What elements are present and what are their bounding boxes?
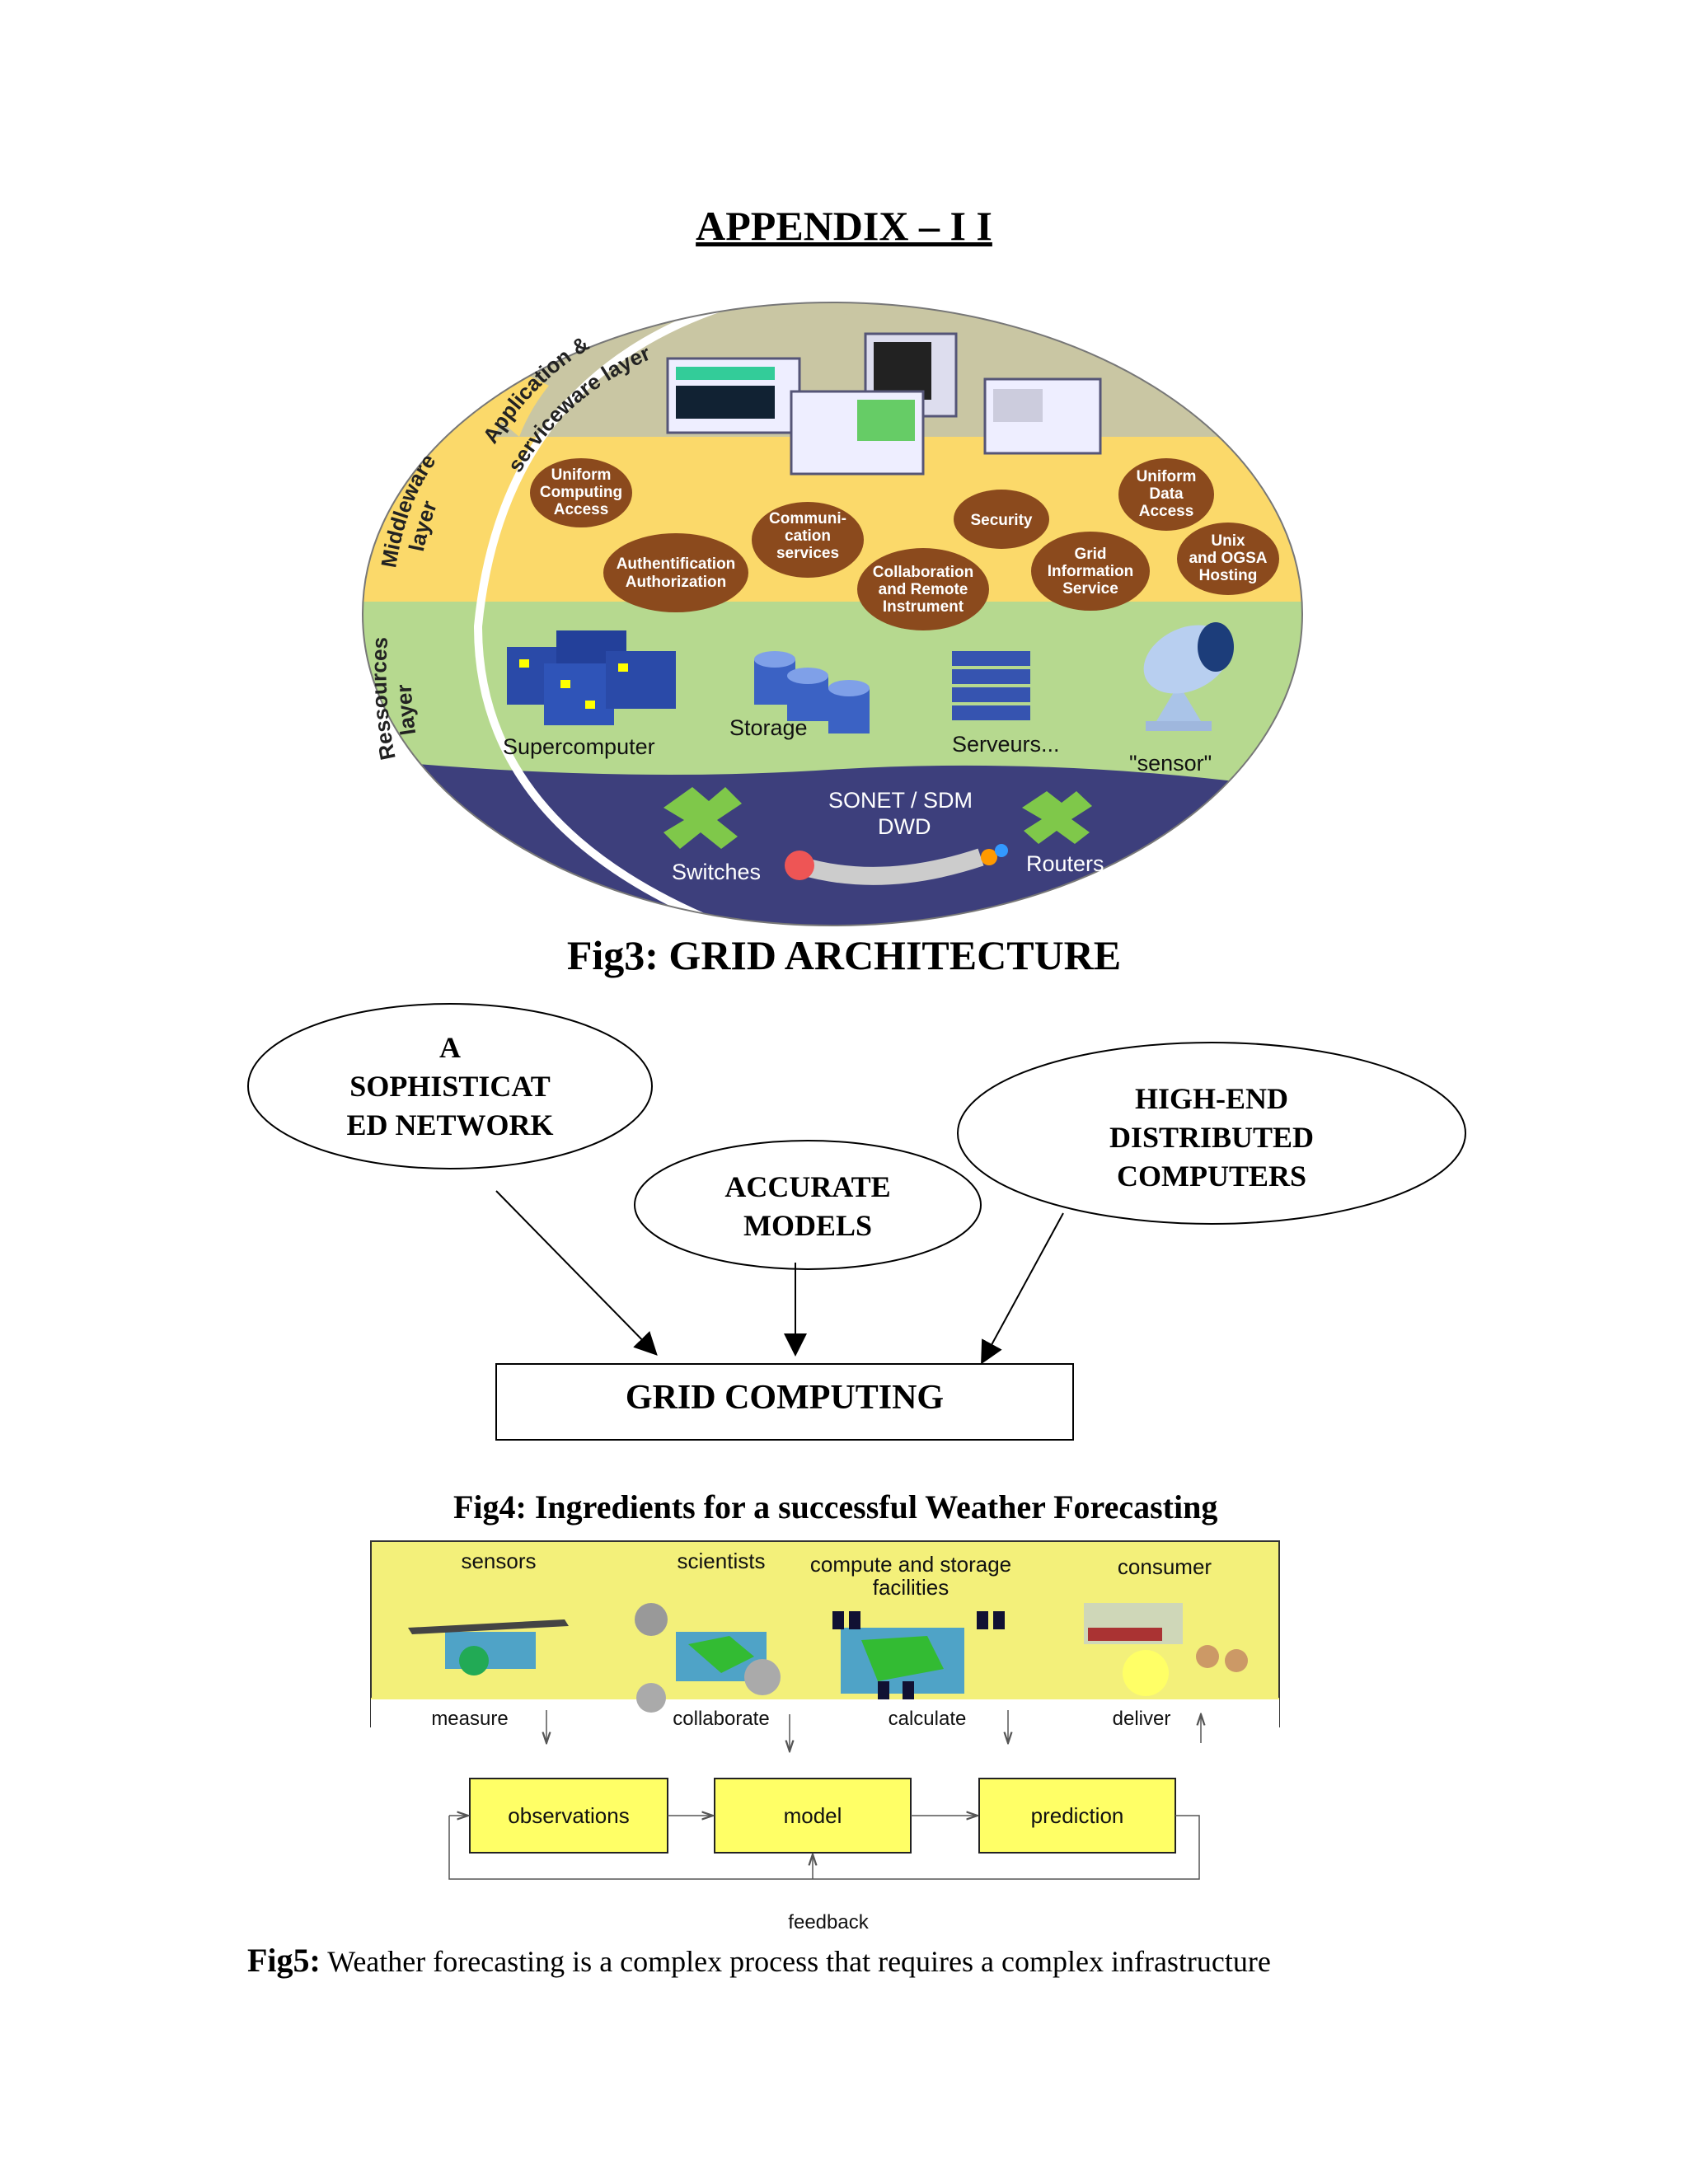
service-communication-services: Communi- cation services xyxy=(752,502,864,578)
svg-text:ACCURATE: ACCURATE xyxy=(724,1170,890,1203)
consumer-illustration xyxy=(1084,1603,1248,1696)
svg-text:Authorization: Authorization xyxy=(626,574,726,591)
svg-text:layer: layer xyxy=(392,684,421,737)
svg-text:services: services xyxy=(776,545,839,562)
svg-text:Data: Data xyxy=(1149,485,1184,503)
scientists-illustration xyxy=(635,1603,781,1713)
grid-computing-box: GRID COMPUTING xyxy=(495,1363,1074,1441)
service-collaboration-remote-instrument: Collaboration and Remote Instrument xyxy=(857,548,989,630)
svg-text:Information: Information xyxy=(1048,563,1134,580)
router-icon xyxy=(1022,791,1092,844)
svg-text:Collaboration: Collaboration xyxy=(873,564,973,581)
svg-text:ED NETWORK: ED NETWORK xyxy=(346,1108,553,1141)
sensor-telescope-icon xyxy=(1143,622,1234,731)
feedback-loop xyxy=(448,1815,1200,1880)
compute-storage-illustration xyxy=(832,1611,1005,1699)
svg-text:Grid: Grid xyxy=(1074,546,1106,563)
column-sensors: sensors xyxy=(461,1549,536,1573)
svg-text:DWD: DWD xyxy=(878,814,931,839)
svg-text:Security: Security xyxy=(971,512,1033,529)
svg-text:GRID COMPUTING: GRID COMPUTING xyxy=(626,1379,944,1417)
network-band xyxy=(363,758,1302,926)
appendix-title: APPENDIX – I I xyxy=(696,203,992,249)
service-unix-ogsa-hosting: Unix and OGSA Hosting xyxy=(1177,523,1279,595)
application-screens-icon xyxy=(666,332,1102,476)
svg-text:HIGH-END: HIGH-END xyxy=(1135,1082,1288,1115)
svg-text:and Remote: and Remote xyxy=(879,581,968,598)
grid-architecture-diagram: Application & serviceware layer Middlewa… xyxy=(362,302,1303,926)
network-switches-label: Switches xyxy=(672,860,761,884)
svg-text:Access: Access xyxy=(1139,503,1194,520)
svg-text:prediction: prediction xyxy=(1031,1803,1124,1828)
svg-text:facilities: facilities xyxy=(873,1575,949,1600)
svg-text:Service: Service xyxy=(1062,580,1118,598)
switch-icon xyxy=(663,787,742,849)
servers-icon xyxy=(952,651,1030,720)
svg-text:Authentification: Authentification xyxy=(617,555,736,573)
service-uniform-data-access: Uniform Data Access xyxy=(1118,458,1214,531)
svg-text:A: A xyxy=(439,1031,461,1064)
step-observations: observations xyxy=(469,1778,668,1854)
svg-text:Instrument: Instrument xyxy=(883,598,964,616)
fiber-cable-icon xyxy=(785,844,1008,885)
action-measure: measure xyxy=(431,1708,508,1730)
service-uniform-computing-access: Uniform Computing Access xyxy=(530,458,632,527)
svg-text:Unix: Unix xyxy=(1211,532,1245,550)
feedback-label: feedback xyxy=(788,1911,869,1933)
action-calculate: calculate xyxy=(889,1708,967,1730)
supercomputer-icon xyxy=(507,630,676,725)
fig3-caption: Fig3: GRID ARCHITECTURE xyxy=(566,932,1122,978)
weather-process-diagram: sensors scientists compute and storage f… xyxy=(370,1540,1280,1933)
step-prediction: prediction xyxy=(978,1778,1176,1854)
svg-text:and OGSA: and OGSA xyxy=(1189,550,1267,567)
ingredient-network-ellipse: A SOPHISTICAT ED NETWORK xyxy=(247,1003,653,1169)
svg-text:Communi-: Communi- xyxy=(769,510,846,527)
ingredient-computers-ellipse: HIGH-END DISTRIBUTED COMPUTERS xyxy=(957,1042,1466,1225)
ingredients-diagram: A SOPHISTICAT ED NETWORK ACCURATE MODELS… xyxy=(247,1003,1466,1441)
resource-servers-label: Serveurs... xyxy=(952,732,1060,757)
svg-text:model: model xyxy=(784,1803,842,1828)
arrow-network-to-grid xyxy=(495,1190,658,1356)
resource-sensor-label: "sensor" xyxy=(1129,751,1212,776)
svg-text:Access: Access xyxy=(554,501,609,518)
sensors-illustration xyxy=(408,1619,569,1675)
svg-text:Computing: Computing xyxy=(540,484,622,501)
action-collaborate: collaborate xyxy=(673,1708,769,1730)
fig4-caption: Fig4: Ingredients for a successful Weath… xyxy=(453,1488,1218,1526)
action-deliver: deliver xyxy=(1113,1708,1171,1730)
svg-text:MODELS: MODELS xyxy=(743,1209,872,1242)
service-security: Security xyxy=(954,490,1049,549)
network-sonet-label: SONET / SDM xyxy=(828,788,973,813)
step-model: model xyxy=(714,1778,912,1854)
svg-text:Hosting: Hosting xyxy=(1199,567,1258,584)
svg-text:COMPUTERS: COMPUTERS xyxy=(1117,1160,1306,1193)
ingredient-models-ellipse: ACCURATE MODELS xyxy=(634,1140,982,1270)
column-scientists: scientists xyxy=(678,1549,766,1573)
svg-text:observations: observations xyxy=(508,1803,629,1828)
network-routers-label: Routers xyxy=(1026,851,1104,876)
arrow-computers-to-grid xyxy=(981,1212,1064,1365)
column-compute-storage: compute and storage xyxy=(810,1552,1011,1577)
storage-icon xyxy=(754,651,870,733)
resource-supercomputer-label: Supercomputer xyxy=(503,734,655,759)
resource-storage-label: Storage xyxy=(729,715,808,740)
svg-text:DISTRIBUTED: DISTRIBUTED xyxy=(1109,1121,1314,1154)
svg-text:SOPHISTICAT: SOPHISTICAT xyxy=(349,1070,550,1103)
svg-text:Uniform: Uniform xyxy=(1137,468,1197,485)
service-authentification-authorization: Authentification Authorization xyxy=(603,533,748,612)
fig5-caption: Fig5: Weather forecasting is a complex p… xyxy=(247,1942,1271,1979)
service-grid-information: Grid Information Service xyxy=(1031,532,1150,611)
svg-text:cation: cation xyxy=(785,527,831,545)
svg-text:Uniform: Uniform xyxy=(551,466,612,484)
column-consumer: consumer xyxy=(1118,1554,1212,1579)
